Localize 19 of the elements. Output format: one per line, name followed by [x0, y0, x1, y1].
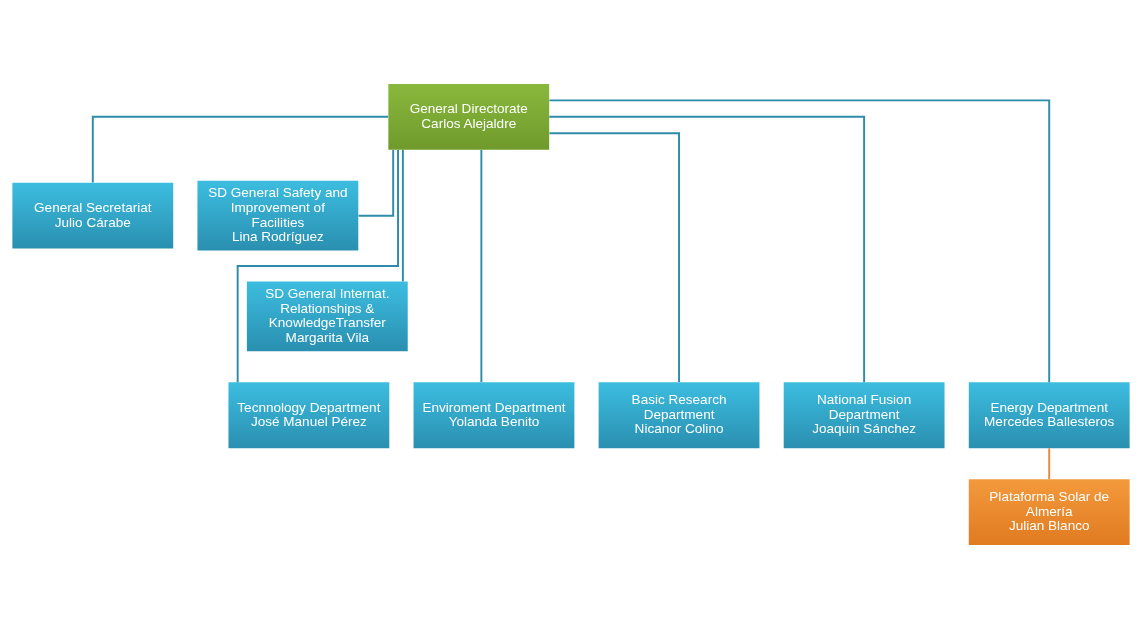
node-box: National Fusion Department Joaquin Sánchez [783, 382, 945, 449]
node-box: Enviroment Department Yolanda Benito [413, 382, 575, 449]
node-box: Energy Department Mercedes Ballesteros [968, 382, 1130, 449]
connector [401, 148, 404, 283]
node-box: General Directorate Carlos Alejaldre [388, 83, 550, 150]
node-box: Basic Research Department Nicanor Colino [598, 382, 760, 449]
node-box: General Secretariat Julio Cárabe [12, 182, 174, 249]
connector [1048, 447, 1051, 480]
connector [357, 149, 395, 217]
connector [548, 115, 866, 384]
connector [548, 132, 680, 384]
node-box: Plataforma Solar de Almería Julian Blanco [968, 479, 1130, 546]
connector [548, 99, 1051, 384]
connector [236, 148, 399, 384]
node-box: SD General Internat. Relationships & KnowledgeTransfer Margarita Vila [246, 281, 408, 352]
node-box: Tecnnology Department José Manuel Pérez [228, 382, 390, 449]
connector [91, 115, 390, 184]
node-box: SD General Safety and Improvement of Facilities Lina Rodríguez [197, 180, 359, 251]
connector [480, 148, 483, 384]
